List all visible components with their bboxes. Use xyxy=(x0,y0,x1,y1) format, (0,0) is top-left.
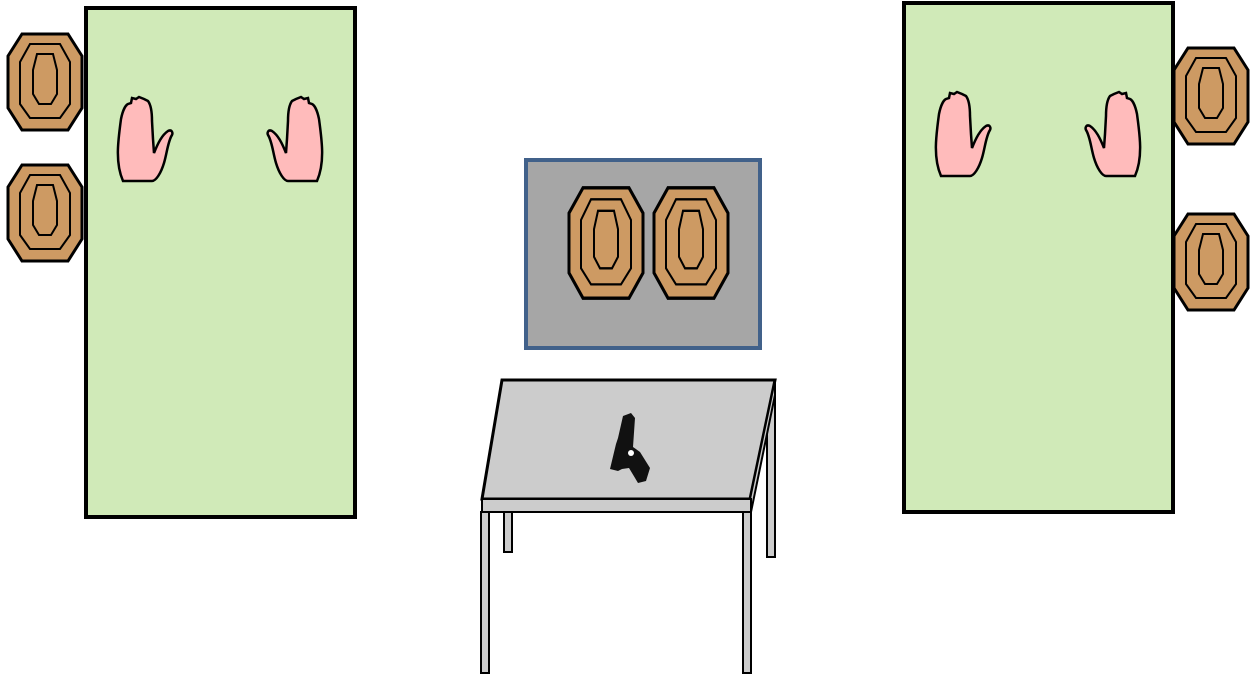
left-upper-target-icon xyxy=(6,32,84,132)
left-shooting-box xyxy=(84,6,357,519)
left-lower-target-icon xyxy=(6,163,84,263)
pistol-icon xyxy=(610,413,650,483)
center-right-target-icon xyxy=(652,186,730,300)
right-lower-target-icon xyxy=(1172,212,1250,312)
center-left-target-icon xyxy=(567,186,645,300)
right-upper-target-icon xyxy=(1172,46,1250,146)
right-shooting-box xyxy=(902,1,1175,514)
